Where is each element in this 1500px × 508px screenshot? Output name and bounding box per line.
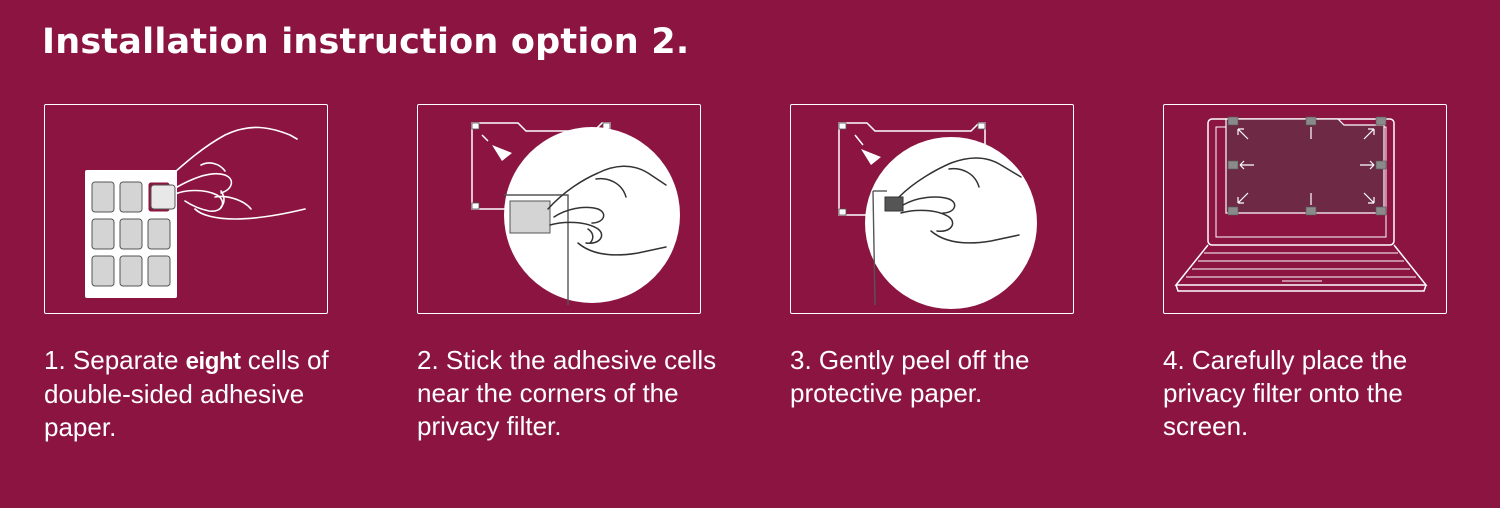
stick-cell-icon [471,122,680,305]
step-3-illustration [790,104,1074,314]
page-title: Installation instruction option 2. [42,22,690,62]
step-2-illustration [417,104,701,314]
peel-paper-icon [838,122,1037,309]
step-4: 4. Carefully place the privacy filter on… [1163,104,1453,443]
laptop-filter-icon [1174,116,1428,292]
step-4-caption: 4. Carefully place the privacy filter on… [1163,345,1408,441]
step-3: 3. Gently peel off the protective paper. [790,104,1080,410]
step-1: 1. Separate eight cells of double-sided … [44,104,334,444]
step-1-caption: 1. Separate eight cells of double-sided … [44,344,344,444]
adhesive-sheet-icon [85,126,306,298]
step-2-caption: 2. Stick the adhesive cells near the cor… [417,345,717,441]
step-1-caption-end: cells of double-sided adhesive paper. [44,345,329,442]
step-1-caption-emphasis: eight [185,348,241,375]
step-2: 2. Stick the adhesive cells near the cor… [417,104,716,443]
step-4-illustration [1163,104,1447,314]
step-3-caption: 3. Gently peel off the protective paper. [790,345,1030,408]
step-1-caption-start: 1. Separate [44,345,179,375]
step-1-illustration [44,104,328,314]
